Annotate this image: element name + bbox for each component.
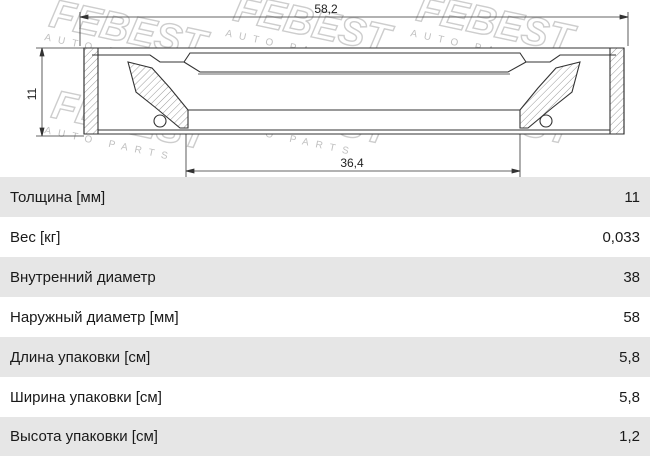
spec-label: Высота упаковки [см]	[10, 428, 158, 445]
inner-dimension	[185, 134, 521, 177]
spec-row-package-height: Высота упаковки [см] 1,2	[0, 417, 650, 456]
spec-value: 58	[623, 308, 640, 326]
outer-diameter-label: 58,2	[314, 2, 338, 16]
outer-dimension	[79, 12, 629, 46]
spec-row-inner-diameter: Внутренний диаметр 38	[0, 257, 650, 297]
spec-value: 5,8	[619, 388, 640, 406]
spec-row-weight: Вес [кг] 0,033	[0, 217, 650, 257]
spec-value: 5,8	[619, 348, 640, 366]
seal-section	[83, 47, 625, 135]
spec-label: Ширина упаковки [см]	[10, 388, 162, 406]
height-label: 11	[25, 87, 39, 100]
spec-value: 38	[623, 268, 640, 286]
spec-label: Вес [кг]	[10, 228, 61, 246]
spec-label: Длина упаковки [см]	[10, 348, 151, 366]
spec-value: 11	[624, 188, 640, 206]
spec-label: Наружный диаметр [мм]	[10, 308, 179, 326]
seal-drawing: FEBEST FEBEST FEBEST FEBEST FEBEST FEBES…	[25, 0, 629, 177]
spec-row-outer-diameter: Наружный диаметр [мм] 58	[0, 297, 650, 337]
spec-table: Толщина [мм] 11 Вес [кг] 0,033 Внутренни…	[0, 177, 650, 456]
spec-label: Толщина [мм]	[10, 188, 106, 206]
spec-value: 0,033	[602, 228, 640, 246]
spec-label: Внутренний диаметр	[10, 268, 156, 286]
spec-row-package-length: Длина упаковки [см] 5,8	[0, 337, 650, 377]
height-dimension	[36, 47, 84, 137]
spec-row-thickness: Толщина [мм] 11	[0, 177, 650, 217]
inner-diameter-label: 36,4	[340, 156, 364, 170]
spec-value: 1,2	[619, 428, 640, 445]
spec-row-package-width: Ширина упаковки [см] 5,8	[0, 377, 650, 417]
